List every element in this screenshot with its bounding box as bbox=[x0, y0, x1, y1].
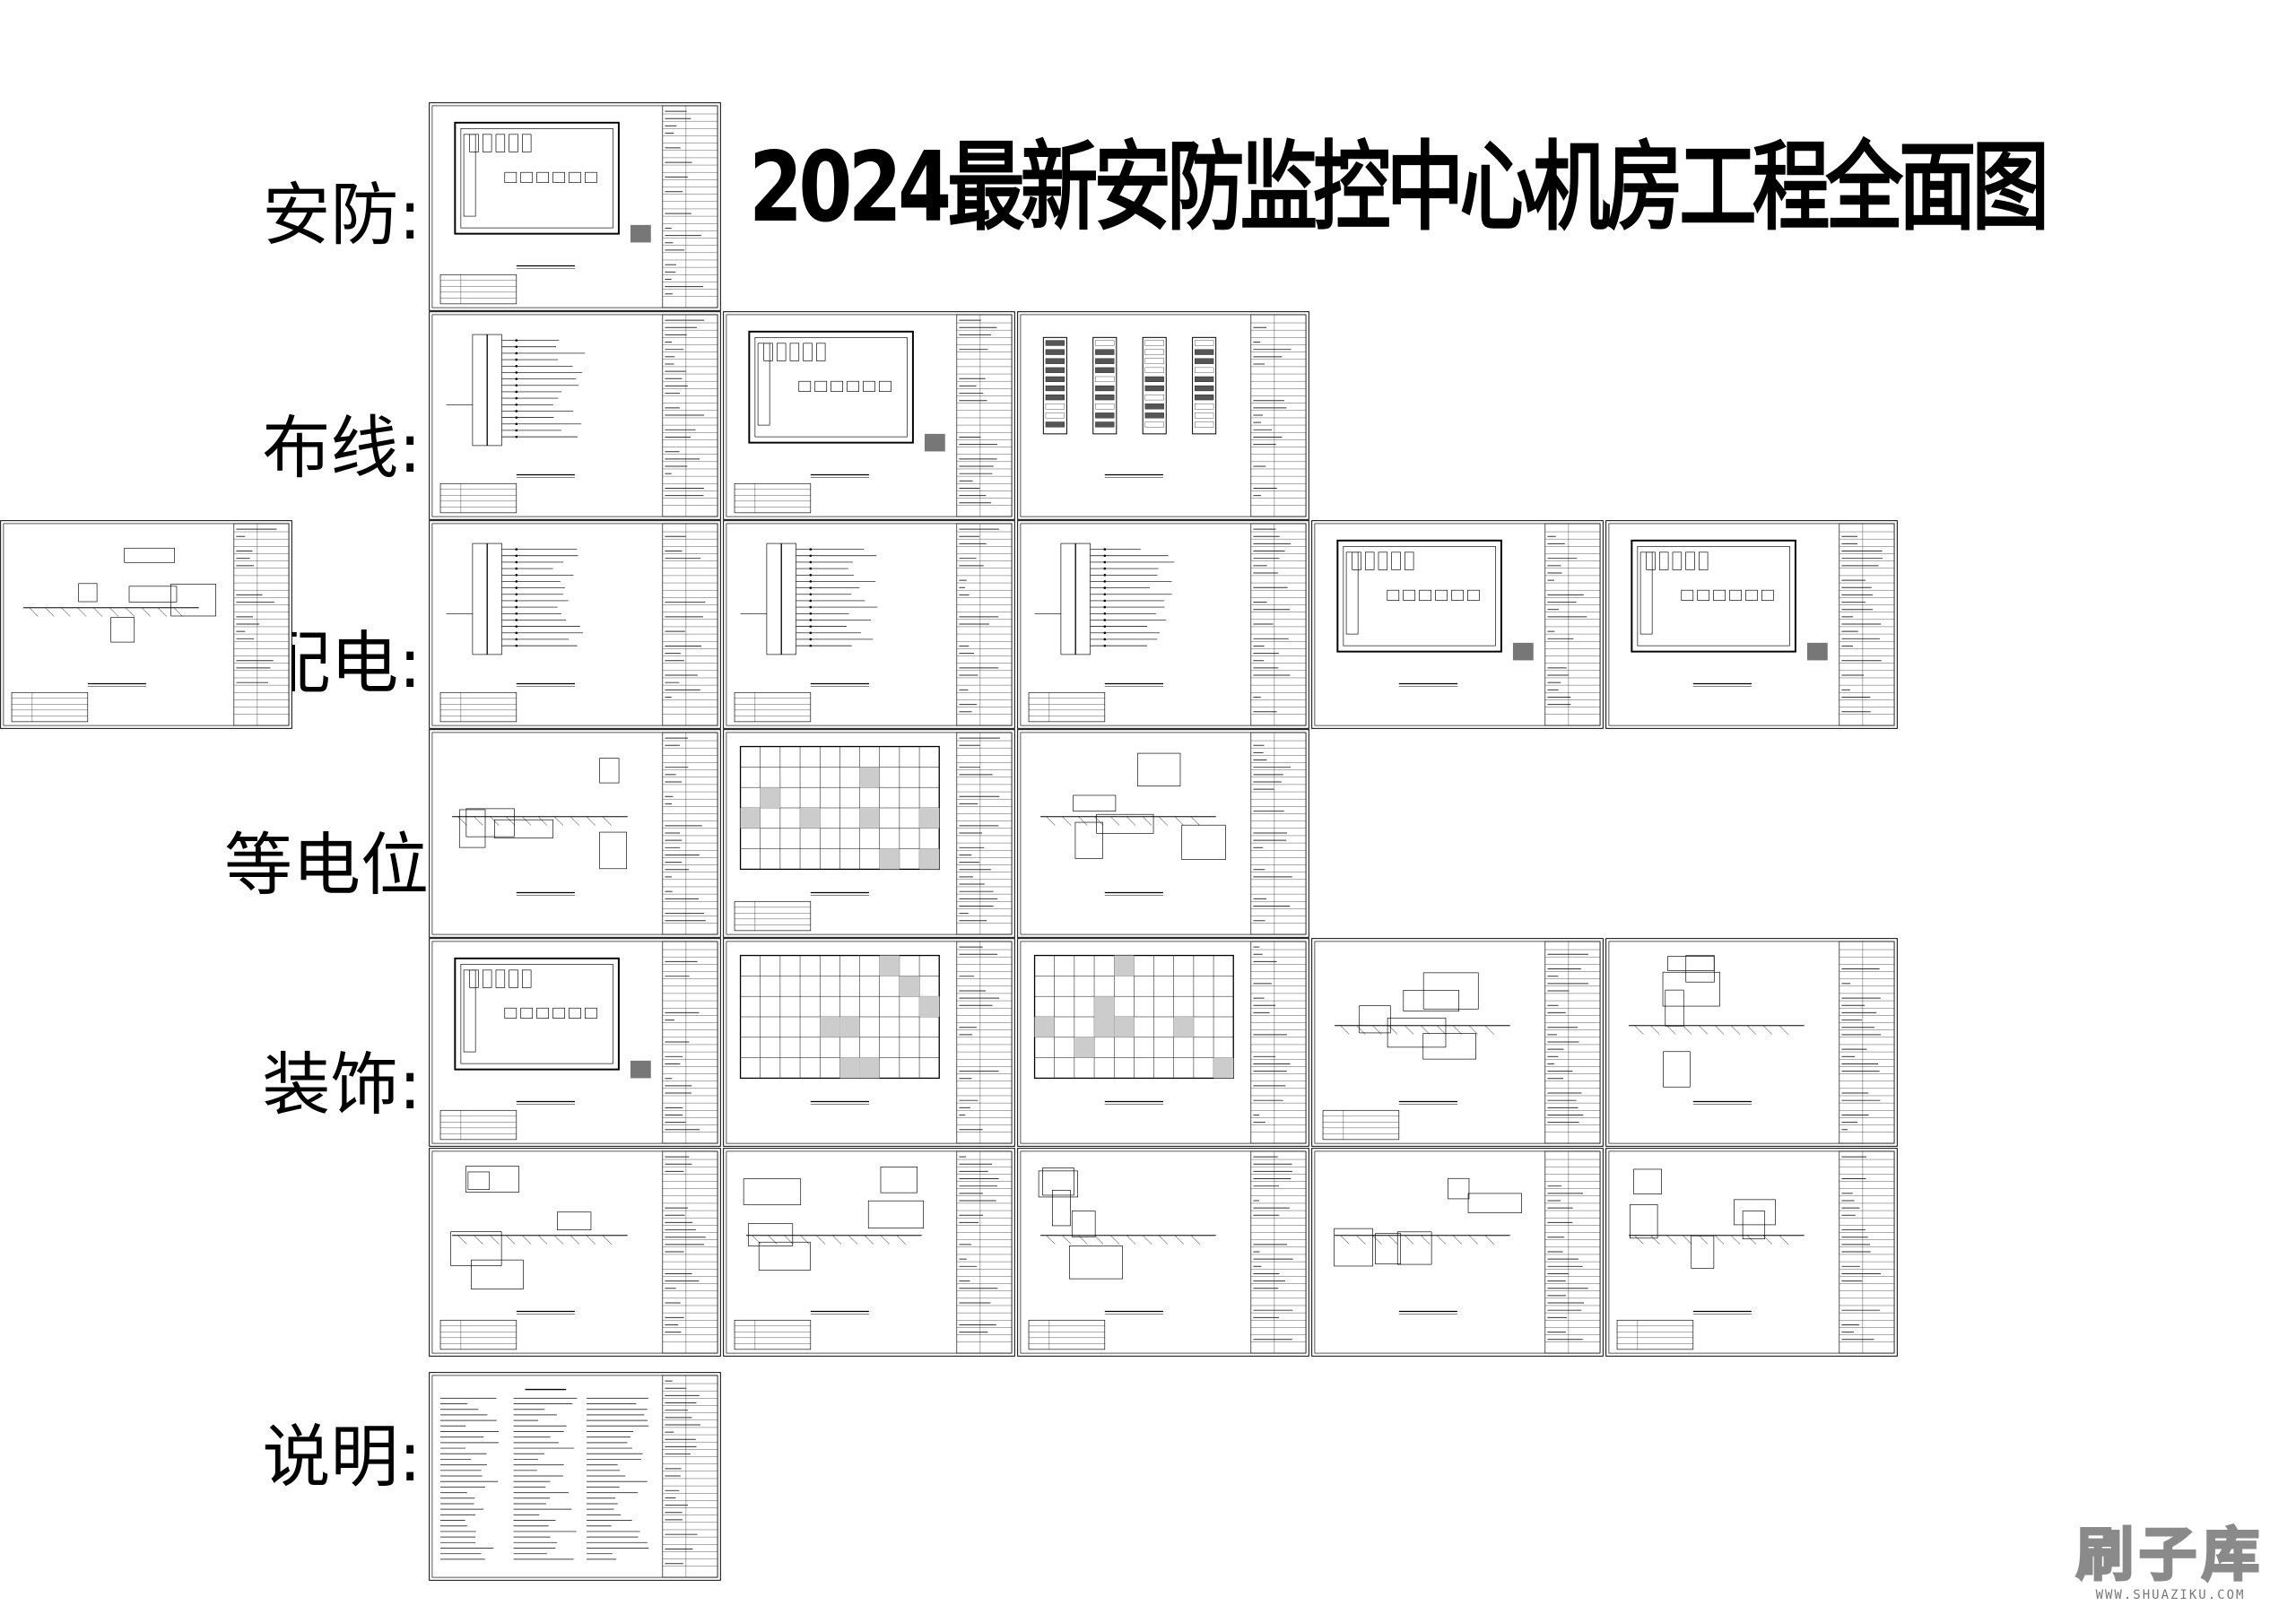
drawing-sheet-power-6 bbox=[0, 520, 292, 729]
drawing-sheet-decoration-1-1 bbox=[429, 938, 721, 1147]
row-label-decoration: 装饰: bbox=[262, 1045, 422, 1124]
watermark-brand: 刷子库 bbox=[2075, 1523, 2265, 1589]
watermark: 刷子库 WWW.SHUAZIKU.COM bbox=[2063, 1523, 2278, 1614]
drawing-sheet-decoration-1-3 bbox=[1017, 938, 1309, 1147]
row-label-security: 安防: bbox=[262, 175, 422, 255]
drawing-sheet-power-4 bbox=[1311, 520, 1604, 729]
drawing-sheet-decoration-1-5 bbox=[1605, 938, 1898, 1147]
drawing-sheet-bonding-1 bbox=[429, 729, 721, 938]
row-label-wiring: 布线: bbox=[262, 408, 422, 488]
drawing-sheet-bonding-2 bbox=[723, 729, 1015, 938]
drawing-sheet-security-1 bbox=[429, 102, 721, 311]
row-label-notes: 说明: bbox=[262, 1417, 422, 1497]
drawing-sheet-power-5 bbox=[1605, 520, 1898, 729]
drawing-sheet-decoration-2-5 bbox=[1605, 1148, 1898, 1357]
drawing-sheet-decoration-2-4 bbox=[1311, 1148, 1604, 1357]
watermark-url: WWW.SHUAZIKU.COM bbox=[2095, 1588, 2246, 1602]
page-title: 2024最新安防监控中心机房工程全面图 bbox=[749, 132, 2049, 244]
drawing-sheet-bonding-3 bbox=[1017, 729, 1309, 938]
drawing-sheet-power-2 bbox=[723, 520, 1015, 729]
drawing-sheet-power-1 bbox=[429, 520, 721, 729]
row-label-bonding: 等电位: bbox=[224, 825, 452, 905]
drawing-sheet-decoration-1-2 bbox=[723, 938, 1015, 1147]
drawing-sheet-decoration-1-4 bbox=[1311, 938, 1604, 1147]
drawing-sheet-wiring-1 bbox=[429, 311, 721, 520]
drawing-sheet-wiring-3 bbox=[1017, 311, 1309, 520]
drawing-sheet-decoration-2-3 bbox=[1017, 1148, 1309, 1357]
drawing-sheet-power-3 bbox=[1017, 520, 1309, 729]
drawing-sheet-notes-1 bbox=[429, 1372, 721, 1581]
drawing-sheet-wiring-2 bbox=[723, 311, 1015, 520]
drawing-sheet-decoration-2-1 bbox=[429, 1148, 721, 1357]
drawing-sheet-decoration-2-2 bbox=[723, 1148, 1015, 1357]
